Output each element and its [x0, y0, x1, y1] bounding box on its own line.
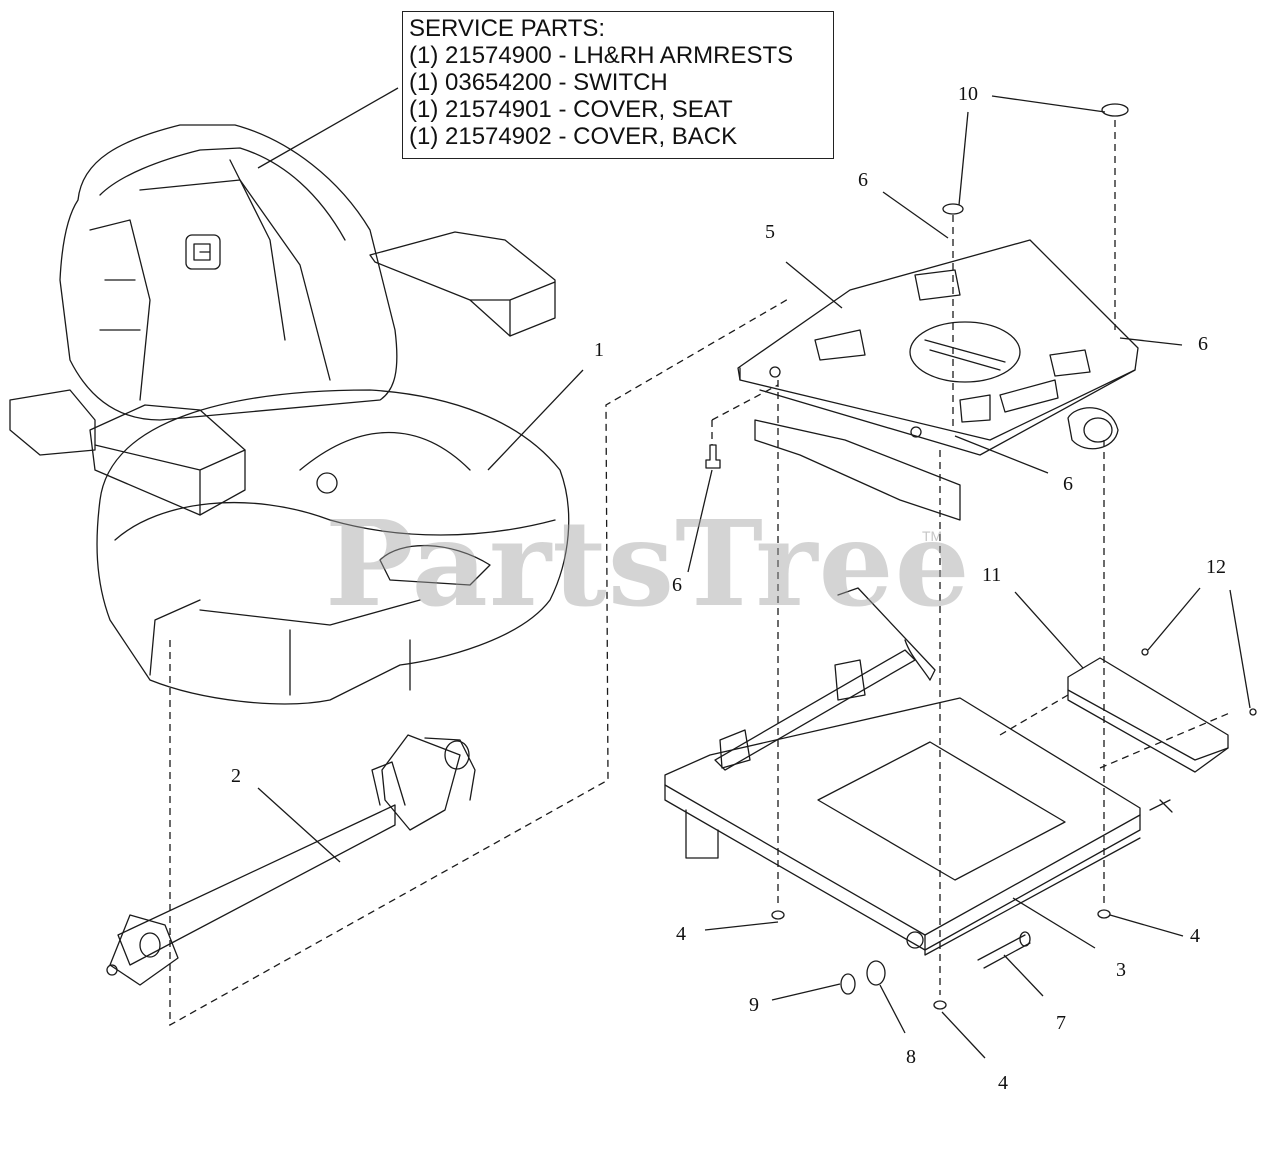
callout-6: 6 — [858, 169, 868, 191]
service-part-line: (1) 21574901 - COVER, SEAT — [409, 96, 733, 123]
assembly-dash-lines — [169, 120, 1233, 1027]
callout-1: 1 — [594, 339, 604, 361]
callout-4: 4 — [998, 1072, 1008, 1094]
callout-5: 5 — [765, 221, 775, 243]
service-parts-heading: SERVICE PARTS: — [409, 15, 606, 42]
callout-4: 4 — [676, 923, 686, 945]
callout-6: 6 — [672, 574, 682, 596]
callout-4: 4 — [1190, 925, 1200, 947]
leader-lines — [257, 87, 1251, 1059]
switch-bracket — [106, 734, 476, 986]
watermark-text: PartsTree — [325, 494, 971, 633]
callout-2: 2 — [231, 765, 241, 787]
seat-assembly — [9, 124, 570, 705]
callout-10: 10 — [958, 83, 978, 105]
callout-6: 6 — [1198, 333, 1208, 355]
hardware — [705, 103, 1257, 1010]
watermark-trademark: TM — [922, 528, 943, 544]
service-part-line: (1) 03654200 - SWITCH — [409, 69, 668, 96]
callout-6: 6 — [1063, 473, 1073, 495]
bracket-11 — [1067, 657, 1229, 773]
seat-frame — [664, 587, 1173, 956]
callout-3: 3 — [1116, 959, 1126, 981]
service-parts-box: SERVICE PARTS: (1) 21574900 - LH&RH ARMR… — [402, 11, 834, 159]
service-part-line: (1) 21574902 - COVER, BACK — [409, 123, 738, 150]
callout-7: 7 — [1056, 1012, 1066, 1034]
suspension-plate — [737, 239, 1139, 521]
callout-9: 9 — [749, 994, 759, 1016]
callout-12: 12 — [1206, 556, 1226, 578]
callout-11: 11 — [982, 564, 1002, 586]
service-part-line: (1) 21574900 - LH&RH ARMRESTS — [409, 42, 794, 69]
callout-8: 8 — [906, 1046, 916, 1068]
